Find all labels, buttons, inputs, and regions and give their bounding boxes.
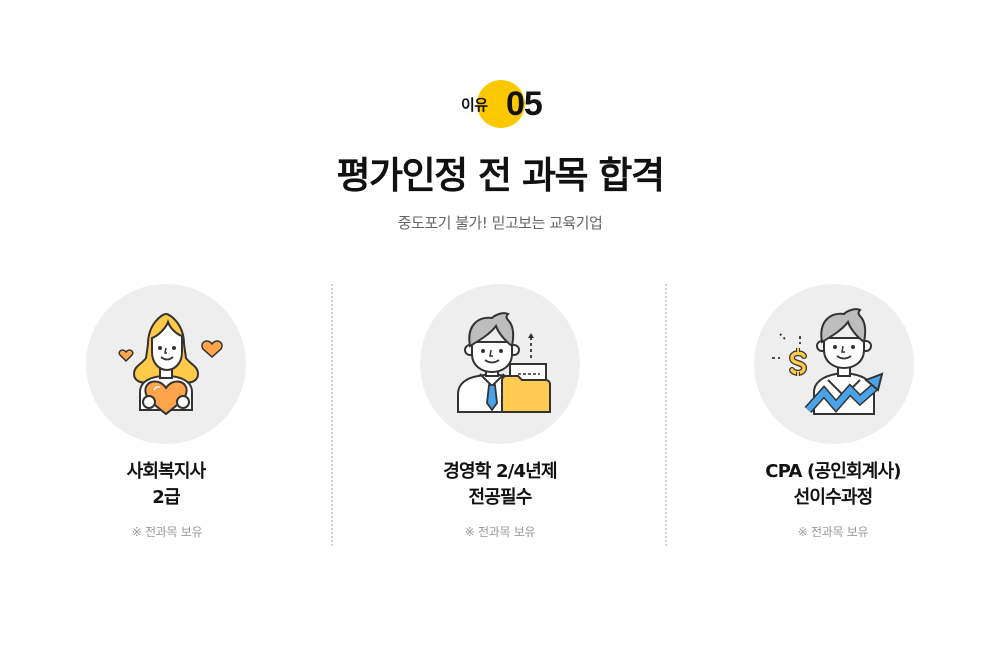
badge-label: 이유 bbox=[461, 96, 488, 114]
card-title: 사회복지사 2급 bbox=[0, 459, 333, 511]
course-card-social-welfare: 사회복지사 2급 ※ 전과목 보유 bbox=[0, 284, 334, 546]
course-cards: 사회복지사 2급 ※ 전과목 보유 bbox=[0, 284, 1000, 546]
icon-circle bbox=[420, 284, 580, 444]
card-title-line2: 전공필수 bbox=[468, 487, 532, 508]
reason-badge: 이유 05 bbox=[0, 80, 1000, 132]
dotted-divider bbox=[331, 284, 333, 546]
course-card-business: 경영학 2/4년제 전공필수 ※ 전과목 보유 bbox=[333, 284, 667, 546]
businessman-dollar-growth-icon bbox=[772, 308, 884, 415]
card-note: ※ 전과목 보유 bbox=[797, 525, 869, 539]
card-title-line1: 경영학 2/4년제 bbox=[443, 461, 557, 482]
dotted-divider bbox=[665, 284, 667, 546]
card-title-line1: 사회복지사 bbox=[126, 461, 207, 482]
course-card-cpa: CPA (공인회계사) 선이수과정 ※ 전과목 보유 bbox=[666, 284, 1000, 546]
card-title: CPA (공인회계사) 선이수과정 bbox=[666, 459, 1000, 511]
card-title-line2: 2급 bbox=[152, 487, 180, 508]
card-title-line1: CPA (공인회계사) bbox=[765, 461, 901, 482]
icon-circle bbox=[86, 284, 246, 444]
card-note: ※ 전과목 보유 bbox=[464, 525, 536, 539]
card-title-line2: 선이수과정 bbox=[793, 487, 874, 508]
woman-holding-heart-icon bbox=[118, 312, 223, 416]
businessman-folder-icon bbox=[457, 312, 551, 413]
badge-number: 05 bbox=[506, 85, 543, 123]
badge-circle bbox=[477, 80, 525, 128]
page-title: 평가인정 전 과목 합격 bbox=[336, 154, 665, 197]
card-note: ※ 전과목 보유 bbox=[131, 525, 203, 539]
card-title: 경영학 2/4년제 전공필수 bbox=[333, 459, 667, 511]
page-subtitle: 중도포기 불가! 믿고보는 교육기업 bbox=[397, 214, 603, 232]
icon-circle bbox=[754, 284, 914, 444]
